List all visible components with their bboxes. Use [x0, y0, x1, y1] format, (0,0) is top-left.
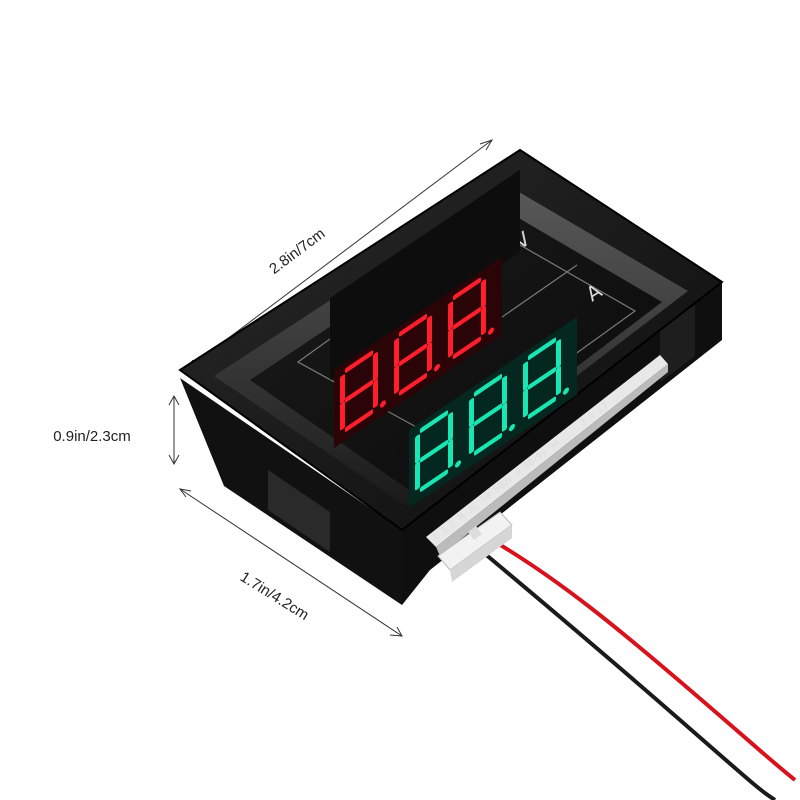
- dimension-lines: [168, 139, 494, 637]
- voltage-digit: [340, 350, 386, 432]
- voltage-digit: [394, 314, 440, 396]
- terminal-2-label: 2: [448, 519, 458, 530]
- red-wire: [490, 538, 797, 782]
- width-dimension-line: [179, 488, 403, 637]
- terminal-label-strip: [426, 355, 668, 547]
- current-digit: [523, 337, 569, 420]
- voltage-digits: [334, 256, 502, 449]
- wires: [476, 538, 797, 800]
- terminal-1-label: 1: [440, 525, 450, 536]
- height-label: 0.9in/2.3cm: [53, 428, 131, 445]
- width-label: 1.7in/4.2cm: [237, 568, 312, 624]
- terminal-3-label: 3: [579, 417, 589, 428]
- current-digit: [415, 410, 461, 492]
- current-digits: [409, 316, 577, 509]
- voltage-digit: [448, 277, 494, 360]
- length-dimension-line: [185, 139, 493, 371]
- terminal-label-n: N: [457, 512, 467, 523]
- terminal-connector: [437, 511, 513, 582]
- terminal-4-label: 4: [587, 411, 597, 422]
- terminal-label-l: L: [432, 531, 442, 542]
- current-digit: [469, 374, 515, 456]
- black-wire: [476, 546, 777, 800]
- voltage-display: [330, 169, 520, 380]
